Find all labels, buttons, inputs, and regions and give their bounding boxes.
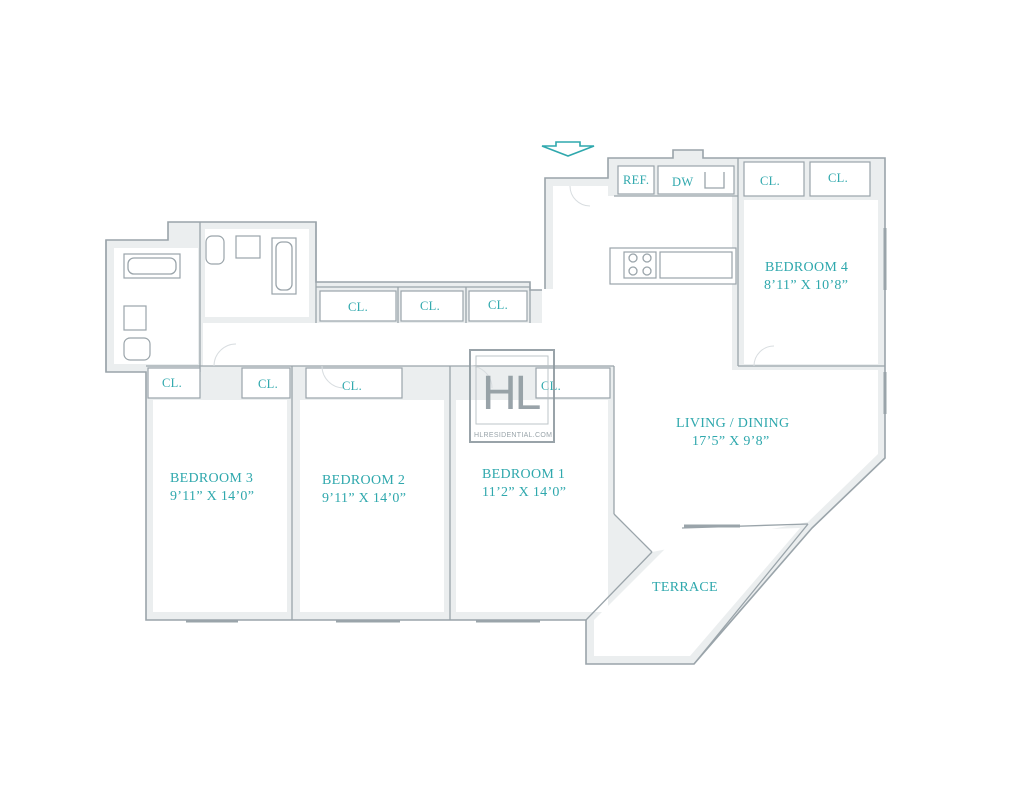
watermark: HL HLRESIDENTIAL.COM	[469, 349, 555, 443]
bathroom-fixtures	[123, 235, 297, 361]
watermark-logo: HL	[482, 367, 541, 420]
interior-spaces	[114, 186, 878, 656]
bedroom-2-dims: 9’11” X 14’0”	[322, 491, 406, 506]
closet-label: CL.	[541, 379, 561, 393]
bedroom-4-area	[744, 200, 878, 364]
closet-label: CL.	[342, 379, 362, 393]
bedroom-3-dims: 9’11” X 14’0”	[170, 489, 254, 504]
bedroom-1-name: BEDROOM 1	[482, 467, 565, 482]
closet-bedroom-4b	[809, 161, 871, 197]
living-dining-dims: 17’5” X 9’8”	[692, 434, 769, 449]
watermark-text: HLRESIDENTIAL.COM	[474, 432, 552, 439]
closet-hall-2	[400, 290, 464, 322]
terrace-area	[594, 528, 800, 656]
bedroom-2-name: BEDROOM 2	[322, 473, 405, 488]
closet-label: CL.	[162, 376, 182, 390]
stove	[623, 251, 657, 279]
burner-icon	[642, 266, 652, 276]
burner-icon	[628, 266, 638, 276]
entry-arrow-icon	[541, 141, 595, 157]
closets	[147, 161, 871, 399]
burner-icon	[642, 253, 652, 263]
closet-bedroom-4a	[743, 161, 805, 197]
toilet-top	[205, 235, 225, 265]
dishwasher-counter	[657, 165, 735, 195]
closet-bedroom-3	[147, 367, 201, 399]
closet-label: CL.	[420, 299, 440, 313]
closet-label: CL.	[488, 298, 508, 312]
bedroom-3-area	[153, 400, 287, 612]
bedroom-1-area	[456, 400, 608, 612]
living-dining-name: LIVING / DINING	[676, 416, 789, 431]
windows	[186, 228, 887, 623]
labels: REF. DW CL. CL. CL. CL. CL. CL. CL. CL. …	[162, 171, 848, 595]
doors	[213, 185, 775, 389]
living-dining-area	[614, 196, 878, 552]
closet-label: CL.	[828, 171, 848, 185]
sink-top	[235, 235, 261, 259]
terrace-name: TERRACE	[652, 580, 718, 595]
vanity-left	[123, 305, 147, 331]
kitchen-counter	[659, 251, 733, 279]
refrigerator	[617, 165, 655, 195]
burner-icon	[628, 253, 638, 263]
bedroom-3-name: BEDROOM 3	[170, 471, 253, 486]
closet-hall-1	[319, 290, 397, 322]
closet-label: CL.	[258, 377, 278, 391]
kitchen	[609, 165, 737, 285]
toilet-left	[123, 337, 151, 361]
closet-bedroom-2	[305, 367, 403, 399]
interior-walls	[105, 158, 885, 665]
closet-label: CL.	[348, 300, 368, 314]
bedroom-4-name: BEDROOM 4	[765, 260, 848, 275]
closet-label: CL.	[760, 174, 780, 188]
bedroom-1-dims: 11’2” X 14’0”	[482, 485, 566, 500]
sink-icon	[704, 172, 725, 189]
ref-label: REF.	[623, 173, 649, 187]
bedroom-4-dims: 8’11” X 10’8”	[764, 278, 848, 293]
closet-hall-3	[468, 290, 528, 322]
dw-label: DW	[672, 175, 693, 189]
closet-bedroom-3b	[241, 367, 291, 399]
bedroom-2-area	[300, 400, 444, 612]
hallway	[203, 186, 614, 366]
